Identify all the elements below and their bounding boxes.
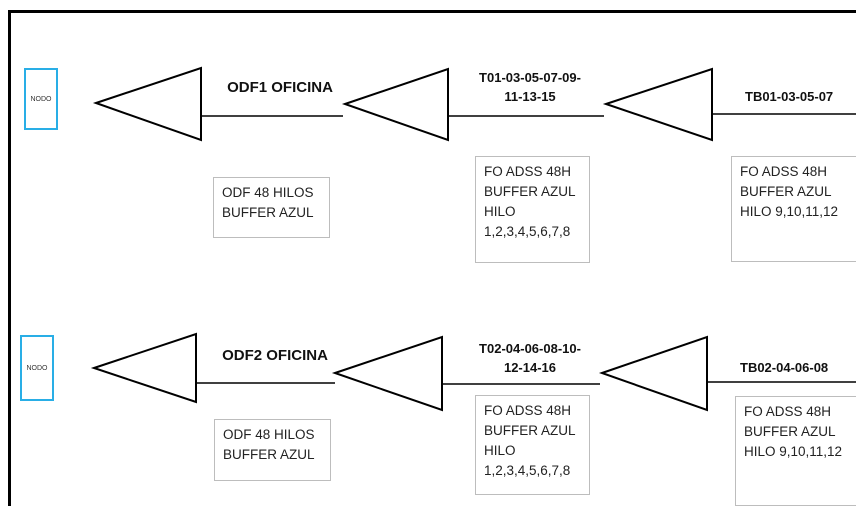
box-line: BUFFER AZUL — [222, 205, 314, 220]
box-line: 1,2,3,4,5,6,7,8 — [484, 224, 571, 239]
splice-title: T01-03-05-07-09- 11-13-15 — [455, 68, 605, 106]
odf-info-box: ODF 48 HILOS BUFFER AZUL — [213, 177, 330, 238]
splice-title: T02-04-06-08-10- 12-14-16 — [455, 339, 605, 377]
nodo-box: NODO — [24, 68, 58, 130]
box-line: HILO — [484, 443, 516, 458]
tb-title: TB02-04-06-08 — [740, 360, 829, 375]
splice-title-line: 11-13-15 — [504, 89, 556, 104]
cable-info-box: FO ADSS 48H BUFFER AZUL HILO 1,2,3,4,5,6… — [475, 156, 590, 263]
nodo-label: NODO — [30, 95, 52, 103]
box-line: ODF 48 HILOS — [222, 185, 314, 200]
box-line: BUFFER AZUL — [744, 424, 836, 439]
box-line: HILO — [484, 204, 516, 219]
tb-title: TB01-03-05-07 — [745, 89, 834, 104]
tb-triangle — [598, 335, 708, 412]
box-line: BUFFER AZUL — [740, 184, 832, 199]
box-line: FO ADSS 48H — [484, 164, 572, 179]
splice-title-line: T01-03-05-07-09- — [479, 70, 581, 85]
splice-triangle — [341, 67, 449, 142]
box-line: FO ADSS 48H — [744, 404, 832, 419]
odf-title: ODF1 OFICINA — [227, 79, 333, 96]
odf-info-box: ODF 48 HILOS BUFFER AZUL — [214, 419, 331, 481]
splice-title-line: T02-04-06-08-10- — [479, 341, 581, 356]
odf-triangle — [90, 332, 197, 404]
cable-info-box: FO ADSS 48H BUFFER AZUL HILO 1,2,3,4,5,6… — [475, 395, 590, 495]
diagram-frame-top — [8, 10, 856, 13]
diagram-frame-left — [8, 10, 11, 506]
nodo-box: NODO — [20, 335, 54, 401]
splice-title-line: 12-14-16 — [503, 360, 557, 375]
box-line: FO ADSS 48H — [484, 403, 572, 418]
tb-triangle — [602, 67, 713, 142]
box-line: ODF 48 HILOS — [223, 427, 315, 442]
box-line: BUFFER AZUL — [223, 447, 315, 462]
box-line: 1,2,3,4,5,6,7,8 — [484, 463, 571, 478]
nodo-label: NODO — [26, 364, 48, 372]
odf-title: ODF2 OFICINA — [222, 347, 328, 364]
cable-info-box: FO ADSS 48H BUFFER AZUL HILO 9,10,11,12 — [731, 156, 856, 262]
box-line: HILO 9,10,11,12 — [740, 204, 839, 219]
box-line: FO ADSS 48H — [740, 164, 828, 179]
cable-info-box: FO ADSS 48H BUFFER AZUL HILO 9,10,11,12 — [735, 396, 856, 506]
box-line: BUFFER AZUL — [484, 184, 576, 199]
odf-triangle — [92, 66, 202, 142]
box-line: HILO 9,10,11,12 — [744, 444, 843, 459]
box-line: BUFFER AZUL — [484, 423, 576, 438]
splice-triangle — [331, 335, 443, 412]
